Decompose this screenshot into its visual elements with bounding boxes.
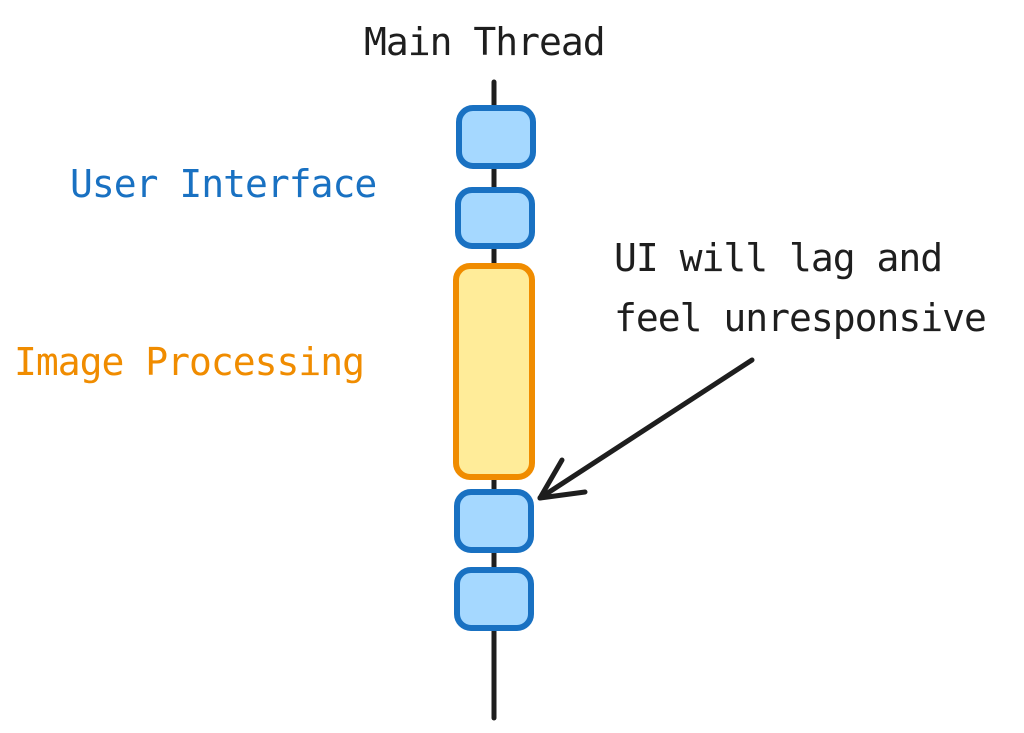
annotation-line-1: UI will lag and	[614, 236, 943, 280]
annotation-line-2: feel unresponsive	[614, 296, 987, 340]
image-processing-label: Image Processing	[14, 340, 365, 384]
ui-task-block-1	[456, 105, 536, 169]
arrow	[537, 357, 755, 501]
user-interface-label: User Interface	[70, 162, 377, 206]
ui-task-block-3	[454, 489, 534, 553]
ui-task-block-2	[455, 187, 535, 249]
image-processing-block	[453, 263, 535, 480]
diagram-title: Main Thread	[364, 20, 606, 64]
ui-task-block-4	[454, 567, 534, 631]
